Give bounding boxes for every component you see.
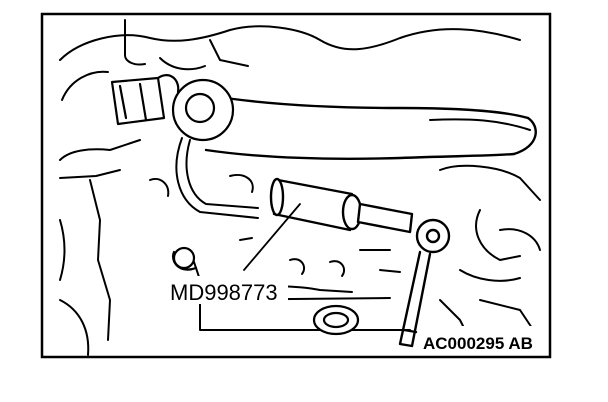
sensor-boss (172, 246, 198, 271)
leader-line (243, 203, 301, 271)
socket-tool (269, 177, 414, 234)
figure-code-bg (420, 326, 548, 354)
drain-plug (312, 304, 360, 336)
tool-label: MD998773 (170, 280, 278, 305)
figure-code: AC000295 AB (423, 334, 533, 353)
vacuum-hose (175, 137, 259, 219)
tool-label-bg (166, 276, 288, 304)
coolant-pipe (204, 93, 537, 160)
engine-background (59, 19, 541, 356)
pipe-bracket (110, 74, 235, 142)
ratchet-handle (398, 218, 451, 348)
